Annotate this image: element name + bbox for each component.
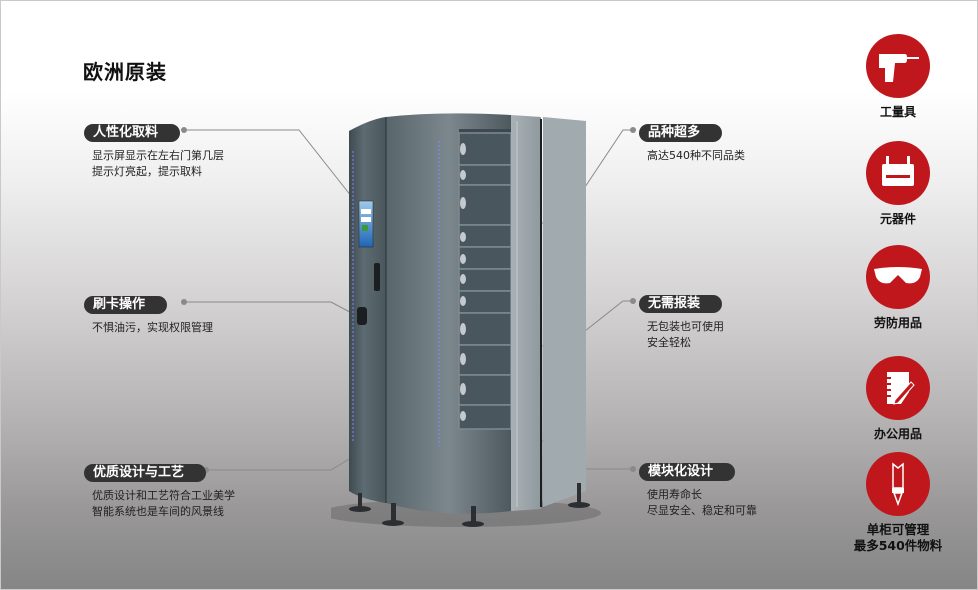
category-label: 工量具	[879, 105, 916, 119]
feature-label: 无需报装	[639, 295, 723, 313]
vending-cabinet-image	[331, 113, 601, 527]
category-label-line2: 最多540件物料	[853, 538, 943, 553]
feature-modular-design: 模块化设计 使用寿命长 尽显安全、稳定和可靠	[639, 460, 757, 519]
feature-label: 刷卡操作	[84, 296, 168, 314]
component-icon	[866, 141, 930, 205]
feature-card-swipe: 刷卡操作 不惧油污，实现权限管理	[84, 293, 213, 336]
category-label: 元器件	[879, 212, 916, 226]
category-components: 元器件	[838, 141, 958, 227]
feature-quality-design: 优质设计与工艺 优质设计和工艺符合工业美学 智能系统也是车间的风景线	[84, 461, 235, 520]
category-label: 单柜可管理	[866, 522, 930, 537]
drill-icon	[866, 34, 930, 98]
category-office: 办公用品	[838, 356, 958, 442]
feature-no-packaging: 无需报装 无包装也可使用 安全轻松	[639, 292, 724, 351]
feature-humanized-picking: 人性化取料 显示屏显示在左右门第几层 提示灯亮起，提示取料	[84, 121, 224, 180]
feature-desc-line: 无包装也可使用	[647, 320, 724, 333]
feature-label: 优质设计与工艺	[84, 464, 207, 482]
feature-desc-line: 智能系统也是车间的风景线	[92, 505, 224, 518]
category-safety: 劳防用品	[838, 245, 958, 331]
feature-desc-line: 高达540种不同品类	[647, 149, 745, 162]
feature-many-varieties: 品种超多 高达540种不同品类	[639, 121, 745, 164]
category-capacity: 单柜可管理 最多540件物料	[838, 452, 958, 554]
feature-desc-line: 显示屏显示在左右门第几层	[92, 149, 224, 162]
notebook-pen-icon	[866, 356, 930, 420]
feature-label: 模块化设计	[639, 463, 736, 481]
feature-desc-line: 提示灯亮起，提示取料	[92, 165, 202, 178]
category-label: 劳防用品	[873, 316, 922, 330]
category-label: 办公用品	[873, 427, 922, 441]
feature-label: 品种超多	[639, 124, 723, 142]
feature-desc-line: 不惧油污，实现权限管理	[92, 321, 213, 334]
page-title: 欧洲原装	[83, 60, 167, 84]
feature-label: 人性化取料	[84, 124, 181, 142]
feature-desc-line: 安全轻松	[647, 336, 691, 349]
feature-desc-line: 尽显安全、稳定和可靠	[647, 504, 757, 517]
cutting-tool-icon	[866, 452, 930, 516]
feature-desc-line: 优质设计和工艺符合工业美学	[92, 489, 235, 502]
feature-desc-line: 使用寿命长	[647, 488, 702, 501]
category-tools: 工量具	[838, 34, 958, 120]
safety-goggles-icon	[866, 245, 930, 309]
